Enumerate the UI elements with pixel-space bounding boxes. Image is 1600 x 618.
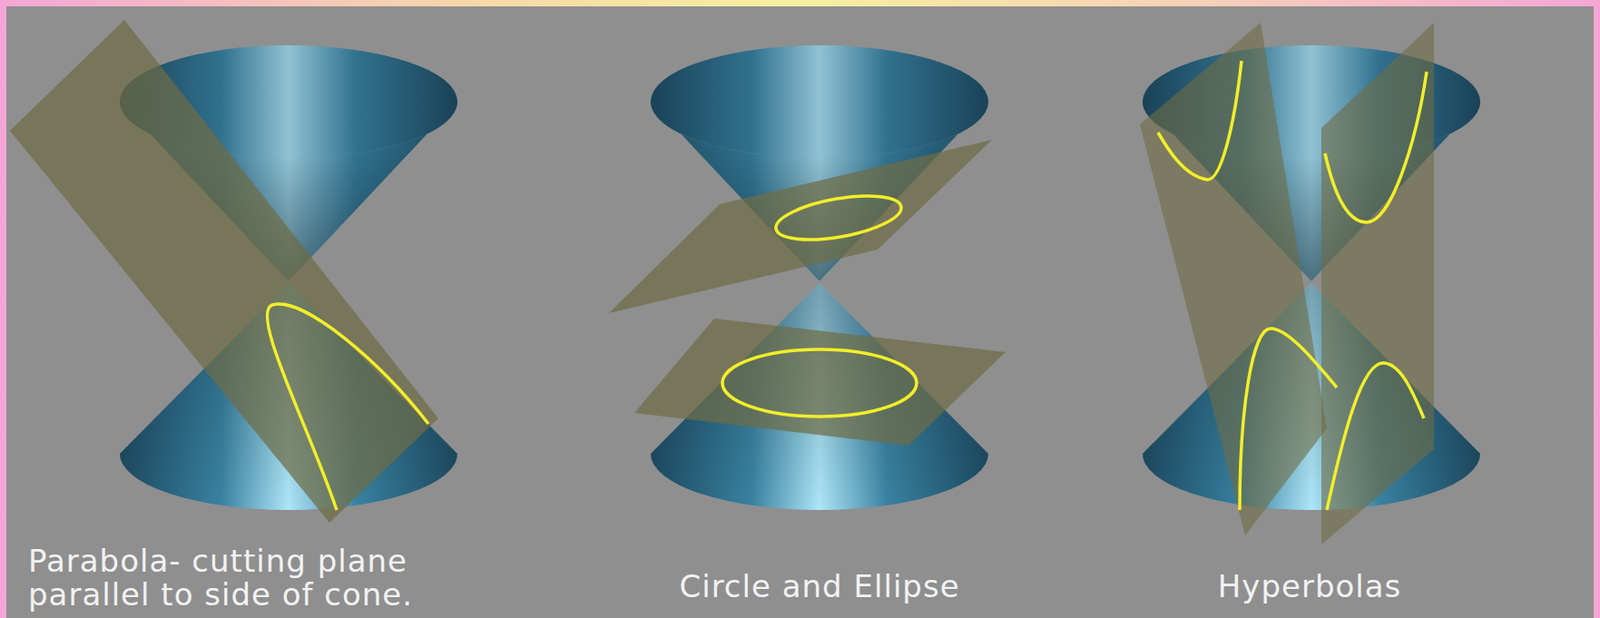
figure-caption: Hyperbolas	[1217, 569, 1403, 604]
figure-caption: Parabola- cutting plane parallel to side…	[28, 544, 537, 612]
figure-caption: Circle and Ellipse	[678, 569, 960, 604]
